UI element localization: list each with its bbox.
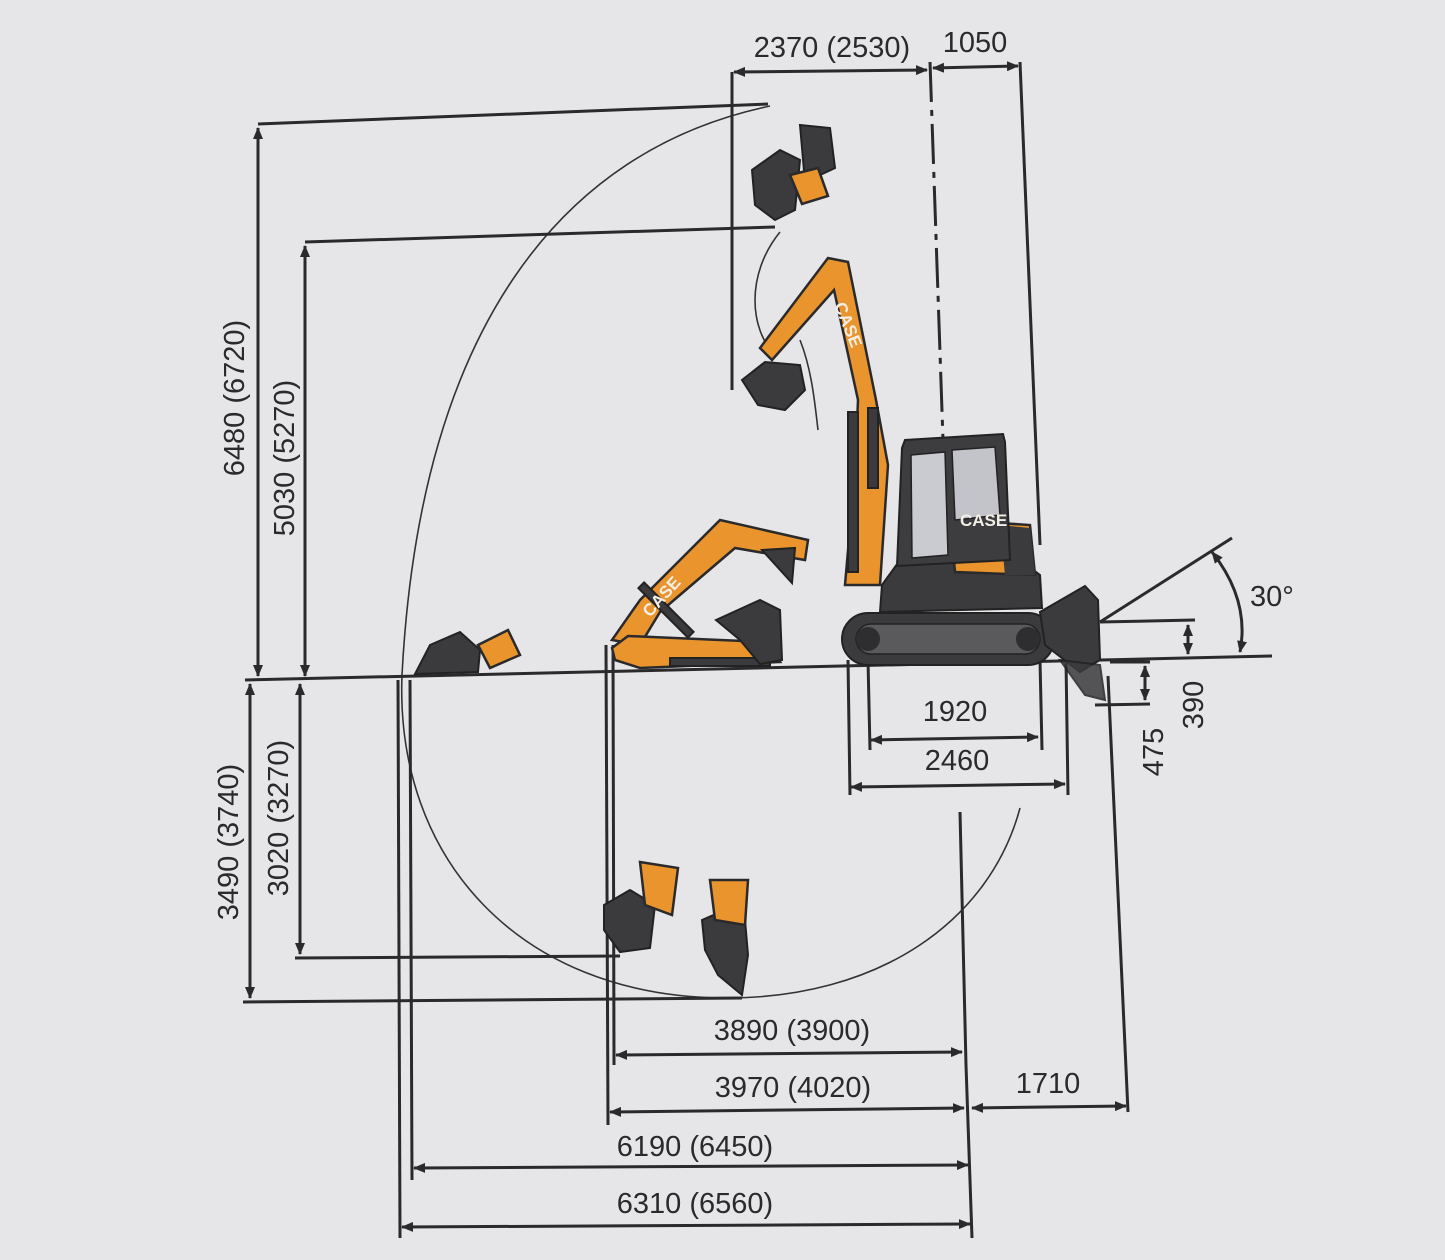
blade-dimension-marks (1094, 536, 1247, 707)
label-blade-lift: 390 (1178, 681, 1210, 729)
dozer-blade (1038, 584, 1107, 702)
top-extension-lines (257, 61, 1042, 546)
label-max-dig-height: 6480 (6720) (219, 320, 251, 476)
bucket-far-reach (413, 628, 522, 676)
label-tail-swing: 1710 (1016, 1068, 1081, 1100)
label-reach-ground: 6190 (6450) (617, 1131, 773, 1163)
boom-mid: CASE (609, 518, 810, 647)
operator-cab: CASE (895, 432, 1012, 568)
label-max-vertical-wall-depth: 3020 (3270) (263, 740, 295, 896)
boom-raised: CASE (740, 256, 890, 587)
label-reach-depth-a: 3890 (3900) (714, 1015, 870, 1047)
label-blade-drop: 475 (1138, 728, 1170, 776)
label-tail-to-cab: 1050 (943, 27, 1008, 59)
label-track-length-overall: 2460 (925, 745, 990, 777)
label-max-reach: 6310 (6560) (617, 1188, 773, 1220)
boom-ground (610, 598, 784, 670)
bucket-bottom (603, 860, 750, 997)
excavator-machine: CASE CASE CASE (413, 123, 1107, 997)
label-track-length-inner: 1920 (923, 696, 988, 728)
bucket-top (750, 123, 837, 222)
label-max-dig-depth: 3490 (3740) (213, 764, 245, 920)
label-blade-angle: 30° (1250, 581, 1294, 613)
dimension-labels: 2370 (2530) 1050 6480 (6720) 5030 (5270)… (213, 27, 1294, 1220)
vertical-dimension-arrows (242, 127, 743, 1004)
label-max-dump-height: 5030 (5270) (269, 380, 301, 536)
horizontal-dimension-arrows (401, 61, 1127, 1232)
track-undercarriage (841, 612, 1055, 666)
label-reach-depth-b: 3970 (4020) (715, 1072, 871, 1104)
svg-text:CASE: CASE (960, 511, 1007, 530)
label-top-reach-offset: 2370 (2530) (754, 32, 910, 64)
bottom-extension-lines (396, 644, 1130, 1239)
